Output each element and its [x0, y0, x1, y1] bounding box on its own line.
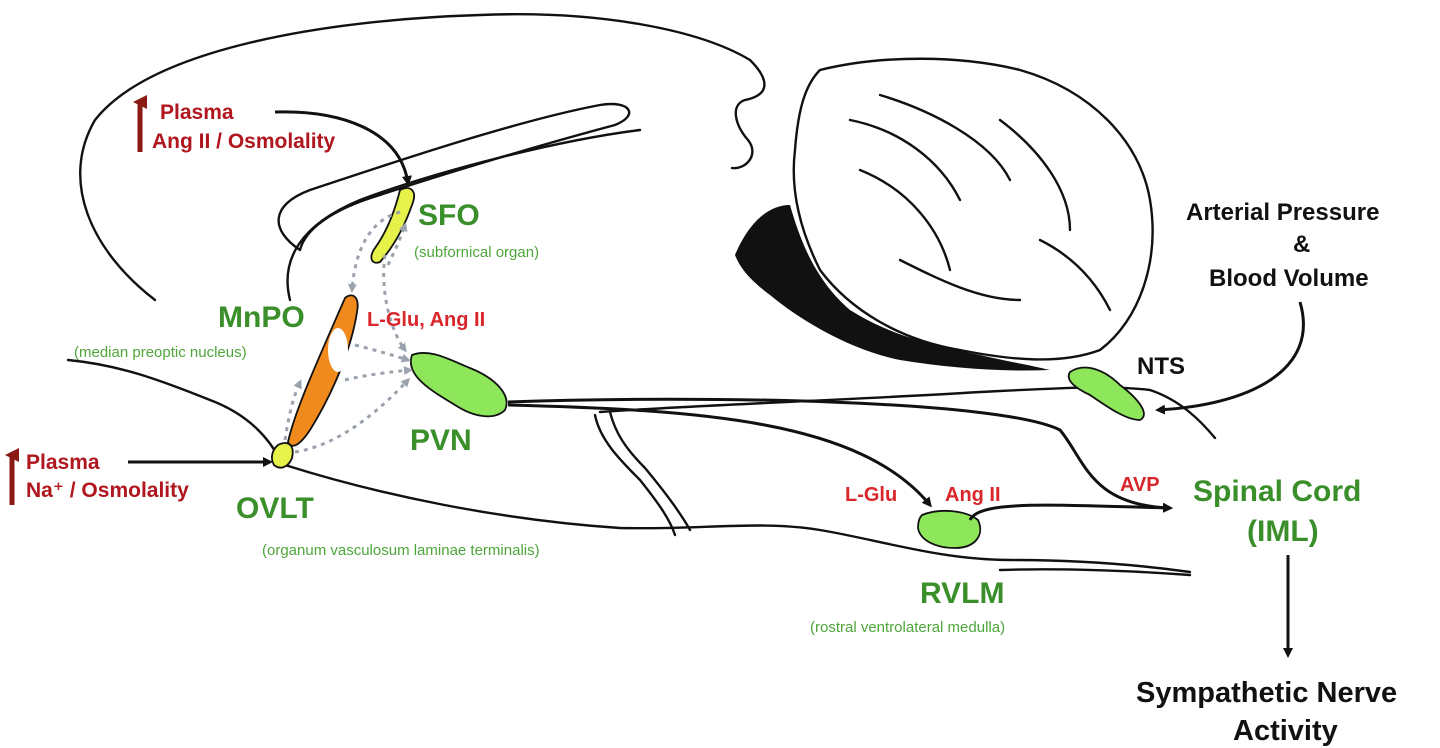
avp-label: AVP: [1120, 474, 1160, 496]
plasma-top-line1: Plasma: [160, 101, 234, 124]
plasma-bottom-line1: Plasma: [26, 451, 100, 474]
arrow-plasma-angii-to-sfo: [274, 110, 412, 186]
plasma-top-line2: Ang II / Osmolality: [152, 130, 336, 153]
mnpo-white-core: [328, 328, 348, 372]
cerebrum-outline: [79, 13, 766, 302]
arrow-pvn-to-spinal: [507, 397, 1173, 513]
arrow-pvn-to-rvlm: [507, 403, 932, 508]
fornix-outline: [286, 128, 642, 302]
brainstem-dorsal-outline: [598, 386, 1217, 440]
nts-nucleus: [1067, 366, 1145, 421]
sfo-label: SFO: [418, 199, 480, 232]
arterial-line3: Blood Volume: [1209, 265, 1369, 292]
dashed-mnpo-to-pvn-2: [344, 366, 413, 382]
rvlm-full-label: (rostral ventrolateral medulla): [810, 619, 1005, 636]
lglu-label: L-Glu: [845, 484, 897, 506]
dashed-sfo-to-pvn: [382, 254, 407, 353]
plasma-bottom-line2: Na⁺ / Osmolality: [26, 479, 189, 502]
dashed-mnpo-to-pvn-1: [354, 343, 411, 363]
cerebellum-outline: [792, 57, 1154, 361]
ovlt-full-label: (organum vasculosum laminae terminalis): [262, 542, 540, 559]
dashed-mnpo-to-sfo: [386, 222, 408, 266]
sympathetic-line2: Activity: [1233, 715, 1338, 747]
rvlm-nucleus: [917, 509, 982, 549]
cerebellum-folia: [848, 93, 1112, 312]
arrow-rvlm-to-spinal: [968, 502, 1173, 521]
arrow-arterial-to-nts: [1155, 301, 1305, 415]
spinal-cord-line1: Spinal Cord: [1193, 475, 1361, 508]
rvlm-label: RVLM: [920, 577, 1004, 610]
ventral-brain-outline: [283, 463, 1192, 574]
fourth-ventricle: [735, 205, 1050, 371]
pvn-label: PVN: [410, 424, 472, 457]
dashed-sfo-to-mnpo: [347, 210, 401, 293]
medulla-outline: [998, 568, 1192, 577]
ovlt-nucleus: [271, 442, 294, 469]
lglu-angii-label: L-Glu, Ang II: [367, 309, 485, 331]
nts-label: NTS: [1137, 353, 1185, 380]
ovlt-label: OVLT: [236, 492, 314, 525]
hypothalamus-outline: [66, 358, 282, 462]
dashed-ovlt-to-mnpo: [283, 379, 302, 441]
arterial-line1: Arterial Pressure: [1186, 199, 1379, 226]
corpus-callosum-outline: [277, 102, 631, 252]
sfo-full-label: (subfornical organ): [414, 244, 539, 261]
arterial-line2: &: [1293, 231, 1310, 258]
sfo-nucleus: [370, 187, 415, 264]
pvn-nucleus: [409, 351, 508, 418]
spinal-cord-line2: (IML): [1247, 515, 1319, 548]
mnpo-label: MnPO: [218, 301, 305, 334]
angii-label: Ang II: [945, 484, 1001, 506]
sympathetic-line1: Sympathetic Nerve: [1136, 677, 1397, 709]
mnpo-full-label: (median preoptic nucleus): [74, 344, 247, 361]
pituitary-outline: [593, 410, 692, 537]
